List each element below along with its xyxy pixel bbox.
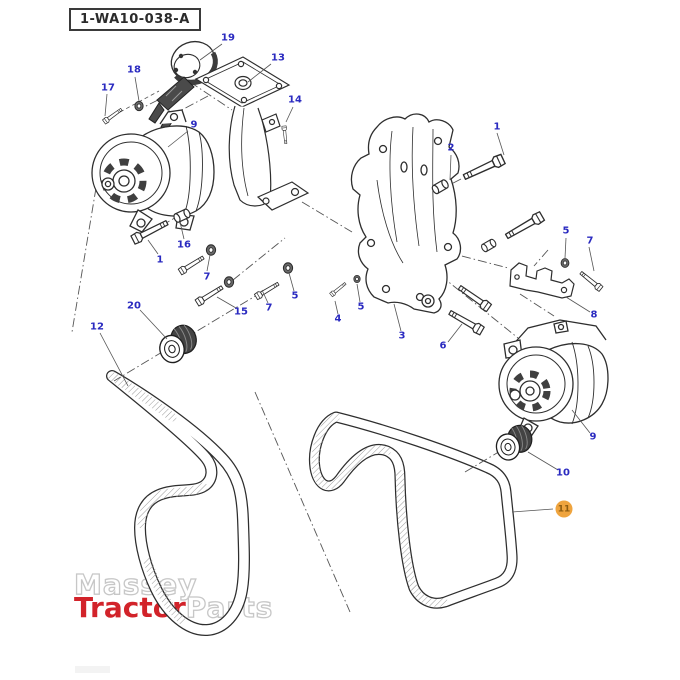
part-3-engine-bracket-drawing xyxy=(350,113,462,314)
part-9-alternator-right-drawing xyxy=(498,319,609,439)
callout-9[interactable]: 9 xyxy=(190,119,198,131)
part-8-bracket-drawing xyxy=(509,262,575,299)
part-code-text: 1-WA10-038-A xyxy=(80,12,190,27)
callout-7[interactable]: 7 xyxy=(265,302,273,314)
callout-14[interactable]: 14 xyxy=(288,94,302,106)
part-18-washer-drawing xyxy=(134,100,144,112)
part-11-belt-drawing xyxy=(308,411,518,609)
callout-1[interactable]: 1 xyxy=(493,121,501,133)
part-4-bolt-drawing xyxy=(329,281,348,298)
callout-12[interactable]: 12 xyxy=(90,321,104,333)
callout-11-highlighted[interactable]: 11 xyxy=(555,500,573,518)
callout-10[interactable]: 10 xyxy=(556,467,570,479)
bottom-edge-mark xyxy=(75,666,110,673)
callout-13[interactable]: 13 xyxy=(271,52,285,64)
part-7-washer-left-drawing xyxy=(205,244,217,256)
part-code-label: 1-WA10-038-A xyxy=(69,8,201,31)
part-9-alternator-left-drawing xyxy=(91,109,215,233)
part-7-washer-mid-drawing xyxy=(223,276,235,288)
part-20-pulley-drawing xyxy=(154,321,202,366)
callout-9[interactable]: 9 xyxy=(589,431,597,443)
part-5-washer-mid-drawing xyxy=(282,262,294,274)
leader-lines xyxy=(99,43,595,513)
part-10-pulley-drawing xyxy=(492,422,536,463)
part-7-bolt-right-drawing xyxy=(578,269,604,293)
callout-3[interactable]: 3 xyxy=(398,330,406,342)
callout-2[interactable]: 2 xyxy=(447,142,455,154)
callout-16[interactable]: 16 xyxy=(177,239,191,251)
callout-18[interactable]: 18 xyxy=(127,64,141,76)
callout-15[interactable]: 15 xyxy=(234,306,248,318)
part-5-washer-mid2-drawing xyxy=(353,274,361,284)
callout-7[interactable]: 7 xyxy=(203,271,211,283)
callout-4[interactable]: 4 xyxy=(334,313,342,325)
part-6-bolt-b-drawing xyxy=(446,307,486,336)
part-15-bolt-drawing xyxy=(194,283,225,307)
part-14-bolt-drawing xyxy=(281,125,289,145)
callout-7[interactable]: 7 xyxy=(586,235,594,247)
callout-5[interactable]: 5 xyxy=(562,225,570,237)
part-7-bolt-left-drawing xyxy=(177,253,206,276)
part-7-bolt-mid-drawing xyxy=(253,280,281,301)
callout-5[interactable]: 5 xyxy=(357,301,365,313)
callout-1[interactable]: 1 xyxy=(156,254,164,266)
callout-20[interactable]: 20 xyxy=(127,300,141,312)
part-12-belt-drawing xyxy=(106,370,250,636)
part-5-washer-right-drawing xyxy=(560,258,570,268)
part-13-bracket-drawing xyxy=(194,56,310,211)
callout-8[interactable]: 8 xyxy=(590,309,598,321)
callout-6[interactable]: 6 xyxy=(439,340,447,352)
callout-5[interactable]: 5 xyxy=(291,290,299,302)
callout-17[interactable]: 17 xyxy=(101,82,115,94)
part-6-bolt-upper-drawing xyxy=(503,210,546,242)
part-2-spacer-b-drawing xyxy=(479,237,498,254)
part-1-bolt-right-drawing xyxy=(461,153,507,183)
watermark-line1: Massey xyxy=(73,568,198,601)
callout-19[interactable]: 19 xyxy=(221,32,235,44)
part-6-bolt-a-drawing xyxy=(456,282,493,313)
